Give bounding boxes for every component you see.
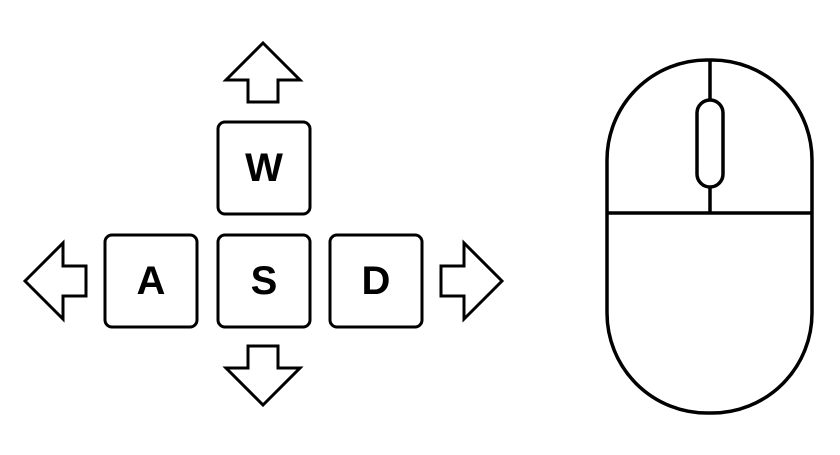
arrow-left-icon: [22, 239, 88, 323]
computer-mouse-icon: [605, 58, 814, 415]
key-d-cap: [328, 233, 424, 329]
arrow-down-icon: [222, 344, 304, 408]
key-d: D: [328, 233, 424, 329]
key-a-cap: [103, 233, 199, 329]
key-s-label: S: [251, 259, 278, 303]
key-w: W: [216, 120, 312, 216]
mouse-scroll-wheel: [695, 98, 725, 189]
key-d-label: D: [362, 259, 391, 303]
key-w-label: W: [245, 146, 283, 190]
key-w-cap: [216, 120, 312, 216]
key-s-cap: [216, 233, 312, 329]
key-s: S: [216, 233, 312, 329]
arrow-right-icon: [439, 239, 505, 323]
key-a-label: A: [137, 259, 166, 303]
key-a: A: [103, 233, 199, 329]
arrow-up-icon: [222, 40, 304, 104]
